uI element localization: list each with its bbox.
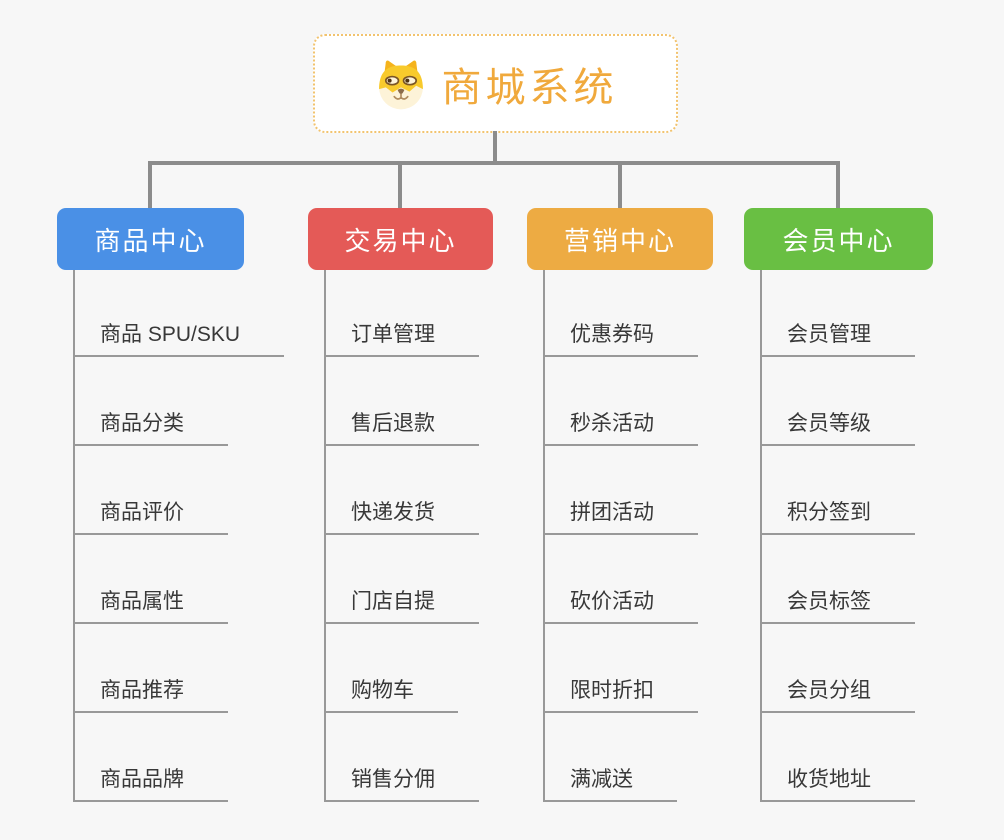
branch-node-trade-center[interactable]: 交易中心: [308, 208, 493, 270]
doge-icon: [378, 60, 423, 109]
leaf-topic[interactable]: 商品分类: [73, 411, 228, 446]
leaf-topic[interactable]: 售后退款: [324, 411, 479, 446]
branch-trunk-line: [760, 270, 762, 802]
leaf-topic[interactable]: 会员分组: [760, 678, 915, 713]
leaf-topic[interactable]: 销售分佣: [324, 767, 479, 802]
branch-member-center: 会员中心 会员管理 会员等级 积分签到 会员标签 会员分组 收货地址: [744, 208, 933, 808]
branch-trunk-line: [324, 270, 326, 802]
leaf-topic[interactable]: 积分签到: [760, 500, 915, 535]
branch-product-center: 商品中心 商品 SPU/SKU 商品分类 商品评价 商品属性 商品推荐 商品品牌: [57, 208, 285, 808]
leaf-topic[interactable]: 限时折扣: [543, 678, 698, 713]
leaf-topic[interactable]: 会员标签: [760, 589, 915, 624]
leaf-topic[interactable]: 商品推荐: [73, 678, 228, 713]
leaf-topic[interactable]: 砍价活动: [543, 589, 698, 624]
leaf-topic[interactable]: 满减送: [543, 767, 677, 802]
leaf-topic[interactable]: 商品品牌: [73, 767, 228, 802]
branch-trunk-line: [543, 270, 545, 802]
leaf-topic[interactable]: 收货地址: [760, 767, 915, 802]
leaf-topic[interactable]: 购物车: [324, 678, 458, 713]
connector-drop-trade: [398, 163, 402, 210]
branch-node-marketing-center[interactable]: 营销中心: [527, 208, 713, 270]
leaf-topic[interactable]: 优惠券码: [543, 322, 698, 357]
branch-trunk-line: [73, 270, 75, 802]
branch-node-product-center[interactable]: 商品中心: [57, 208, 244, 270]
branch-node-member-center[interactable]: 会员中心: [744, 208, 933, 270]
leaf-topic[interactable]: 拼团活动: [543, 500, 698, 535]
leaf-topic[interactable]: 门店自提: [324, 589, 479, 624]
leaf-topic[interactable]: 商品属性: [73, 589, 228, 624]
branch-trade-center: 交易中心 订单管理 售后退款 快递发货 门店自提 购物车 销售分佣: [308, 208, 493, 808]
leaf-topic[interactable]: 商品评价: [73, 500, 228, 535]
connector-drop-member: [836, 163, 840, 210]
connector-root-drop: [493, 131, 497, 163]
connector-drop-product: [148, 163, 152, 210]
root-node-title: 商城系统: [441, 65, 618, 110]
leaf-topic[interactable]: 会员等级: [760, 411, 915, 446]
leaf-topic[interactable]: 商品 SPU/SKU: [73, 322, 285, 357]
connector-bus-line: [148, 161, 840, 165]
leaf-topic[interactable]: 订单管理: [324, 322, 479, 357]
branch-marketing-center: 营销中心 优惠券码 秒杀活动 拼团活动 砍价活动 限时折扣 满减送: [527, 208, 713, 808]
leaf-topic[interactable]: 快递发货: [324, 500, 479, 535]
leaf-topic[interactable]: 秒杀活动: [543, 411, 698, 446]
connector-drop-marketing: [618, 163, 622, 210]
leaf-topic[interactable]: 会员管理: [760, 322, 915, 357]
root-node-mall-system[interactable]: 商城系统: [313, 34, 678, 133]
